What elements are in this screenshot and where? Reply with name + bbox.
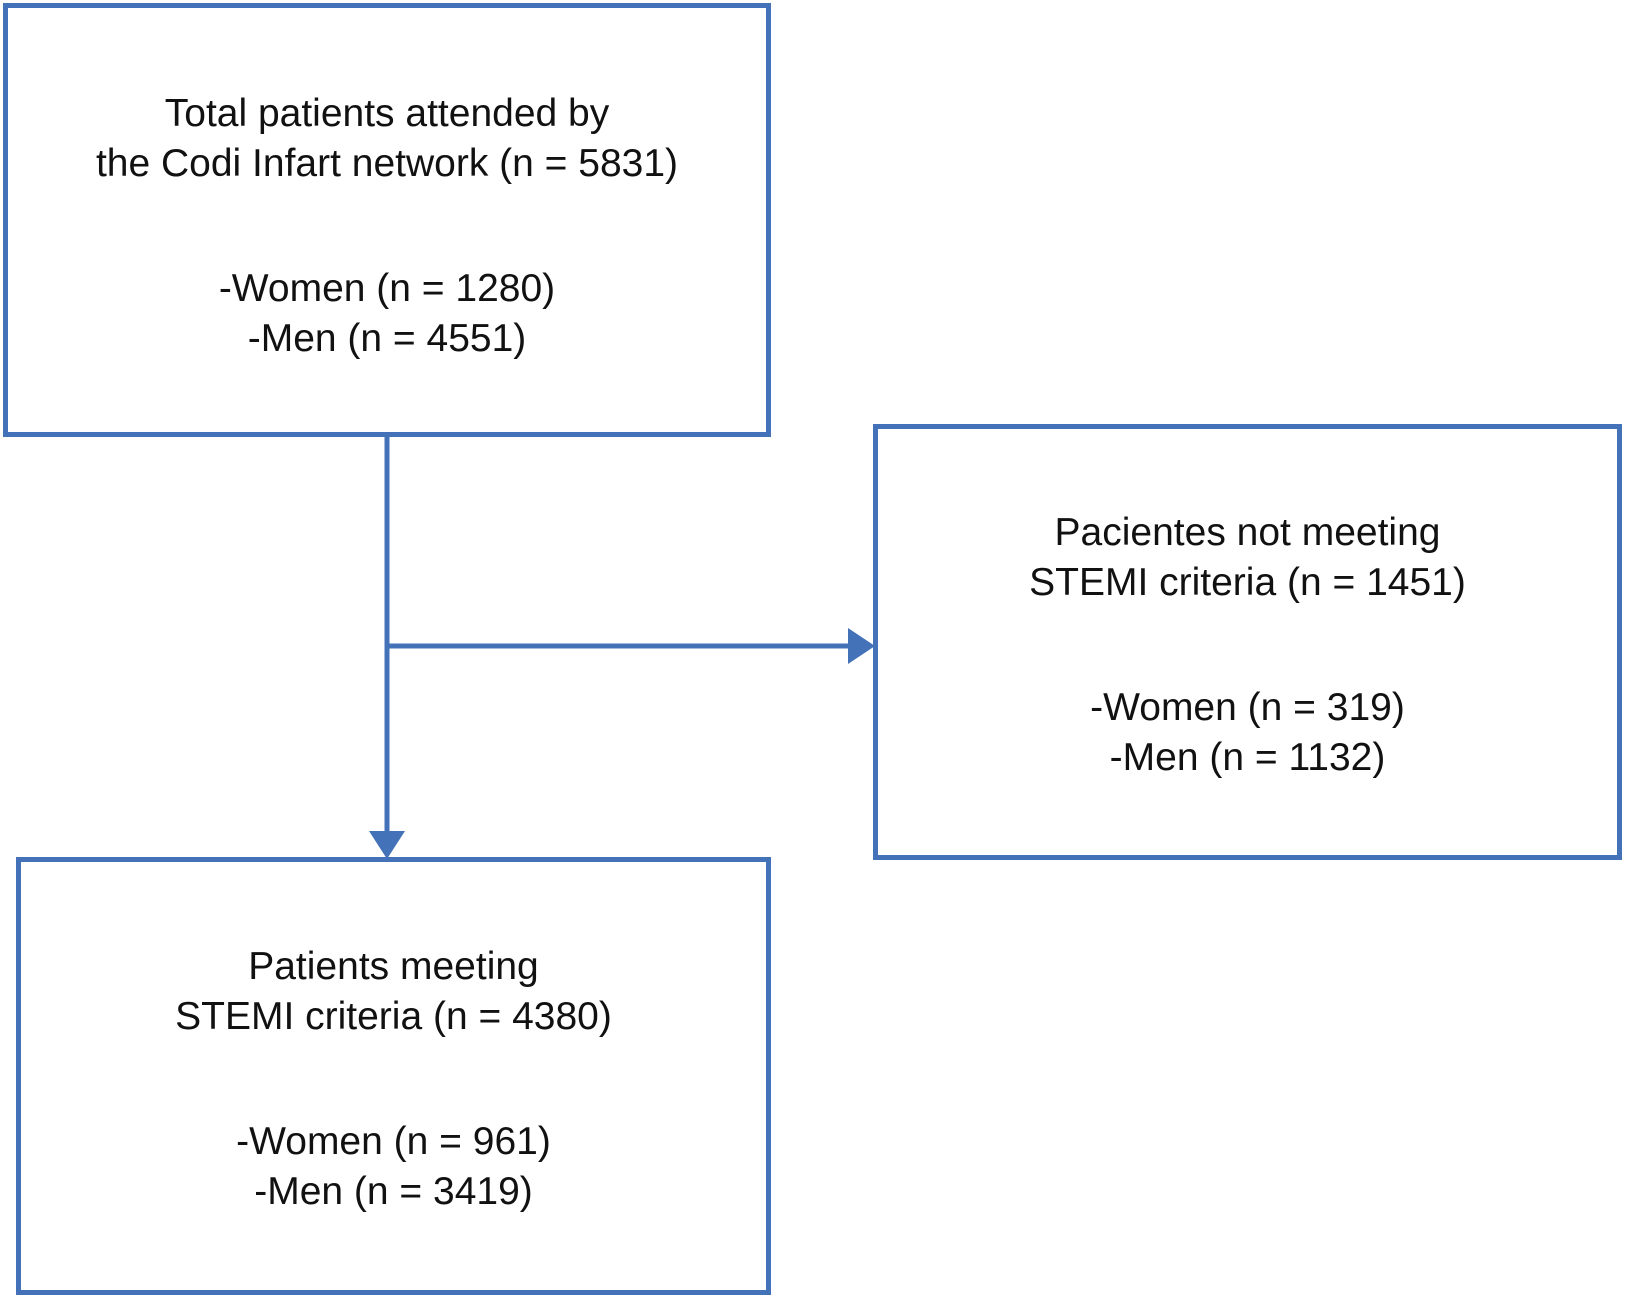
meeting-criteria-box: Patients meeting STEMI criteria (n = 438… bbox=[16, 857, 771, 1295]
arrowhead-right bbox=[848, 628, 875, 664]
meeting-title-line2: STEMI criteria (n = 4380) bbox=[175, 995, 612, 1038]
arrowhead-down bbox=[369, 831, 405, 859]
total-patients-men: -Men (n = 4551) bbox=[247, 317, 527, 360]
total-patients-women: -Women (n = 1280) bbox=[218, 267, 556, 310]
not-meeting-title-line1: Pacientes not meeting bbox=[1054, 511, 1441, 554]
meeting-women: -Women (n = 961) bbox=[236, 1120, 551, 1163]
meeting-title-line1: Patients meeting bbox=[248, 945, 539, 988]
total-patients-title-line1: Total patients attended by bbox=[164, 92, 610, 135]
total-patients-box: Total patients attended by the Codi Infa… bbox=[3, 3, 771, 437]
total-patients-title-line2: the Codi Infart network (n = 5831) bbox=[95, 142, 679, 185]
not-meeting-criteria-box: Pacientes not meeting STEMI criteria (n … bbox=[873, 424, 1622, 860]
not-meeting-men: -Men (n = 1132) bbox=[1109, 736, 1386, 779]
meeting-men: -Men (n = 3419) bbox=[254, 1170, 533, 1213]
not-meeting-title-line2: STEMI criteria (n = 1451) bbox=[1029, 561, 1466, 604]
not-meeting-women: -Women (n = 319) bbox=[1090, 686, 1405, 729]
